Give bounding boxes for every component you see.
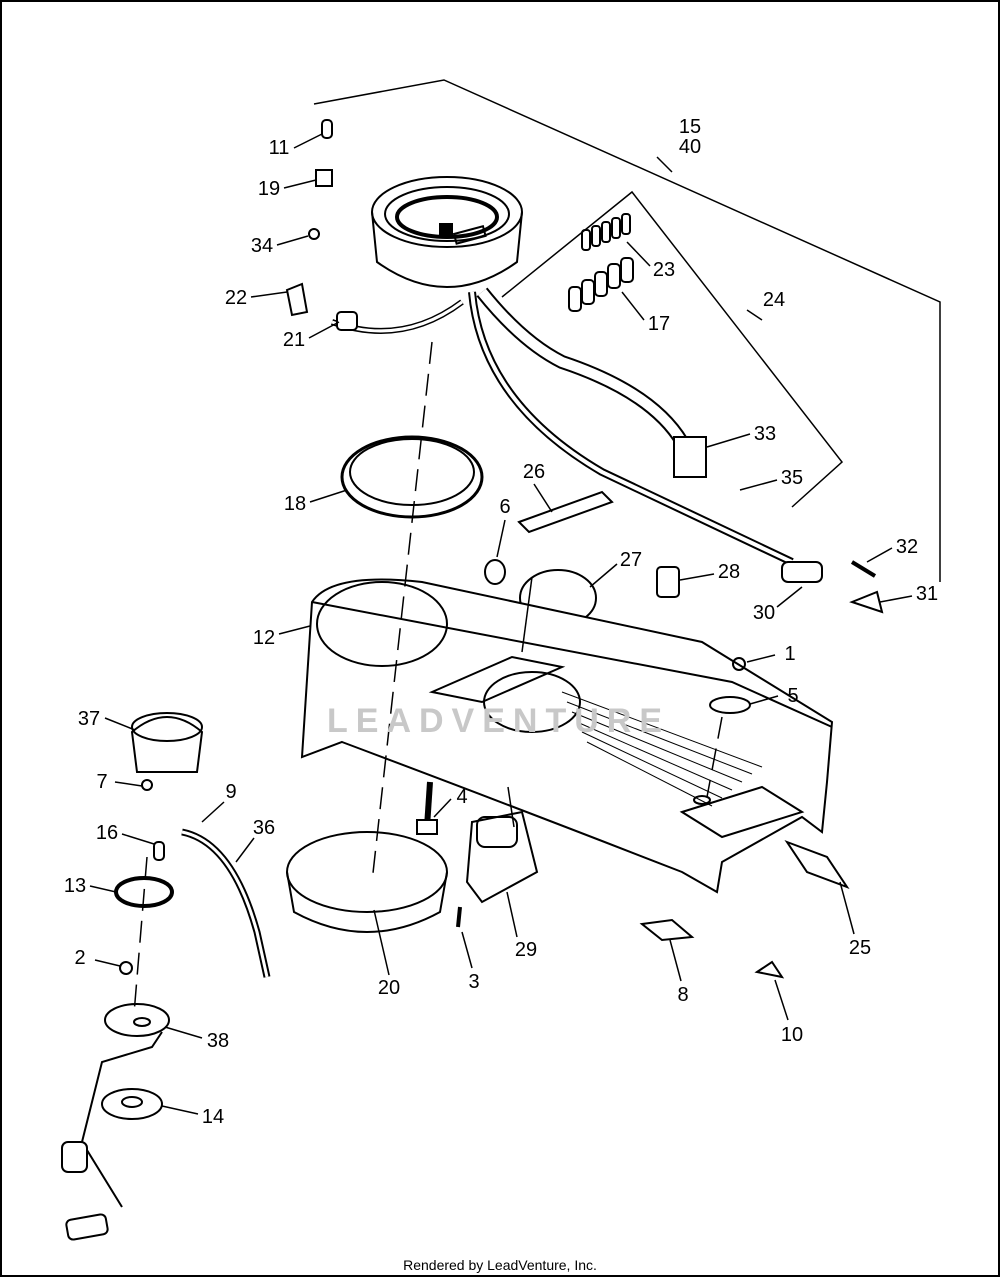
- callout-30: 30: [752, 602, 776, 624]
- callout-22: 22: [224, 287, 248, 309]
- kit-bracket-24: [501, 190, 844, 508]
- callout-26: 26: [522, 461, 546, 483]
- callout-36: 36: [252, 817, 276, 839]
- callout-8: 8: [677, 984, 689, 1006]
- callout-28: 28: [717, 561, 741, 583]
- callout-37: 37: [77, 708, 101, 730]
- callout-10: 10: [780, 1024, 804, 1046]
- callout-16: 16: [95, 822, 119, 844]
- callout-13: 13: [63, 875, 87, 897]
- callout-33: 33: [753, 423, 777, 445]
- callout-21: 21: [282, 329, 306, 351]
- callout-14: 14: [201, 1106, 225, 1128]
- console-grille: [561, 691, 763, 807]
- callout-11: 11: [268, 137, 290, 159]
- callout-24: 24: [762, 289, 786, 311]
- callout-7: 7: [96, 771, 108, 793]
- callout-3: 3: [468, 971, 480, 993]
- console-body: [300, 578, 834, 894]
- callout-38: 38: [206, 1030, 230, 1052]
- leader-lines: [89, 133, 913, 1115]
- callout-9: 9: [225, 781, 237, 803]
- assembly-centerlines: [133, 341, 723, 1015]
- bulbs-23: [581, 213, 631, 251]
- callout-20: 20: [377, 977, 401, 999]
- callout-29: 29: [514, 939, 538, 961]
- kit-bracket-15-40: [313, 79, 941, 582]
- callout-18: 18: [283, 493, 307, 515]
- callout-34: 34: [250, 235, 274, 257]
- callout-5: 5: [787, 685, 799, 707]
- callout-2: 2: [74, 947, 86, 969]
- footer-credit: Rendered by LeadVenture, Inc.: [403, 1257, 597, 1273]
- callout-6: 6: [499, 496, 511, 518]
- callout-31: 31: [915, 583, 939, 605]
- callout-4: 4: [456, 786, 468, 808]
- callout-27: 27: [619, 549, 643, 571]
- speedometer-gauge: [371, 176, 523, 288]
- callout-35: 35: [780, 467, 804, 489]
- connector-30: [781, 561, 823, 583]
- callout-15: 15: [678, 116, 702, 138]
- callout-19: 19: [257, 178, 281, 200]
- callout-40: 40: [678, 136, 702, 158]
- callout-32: 32: [895, 536, 919, 558]
- callout-23: 23: [652, 259, 676, 281]
- callout-1: 1: [784, 643, 796, 665]
- callout-25: 25: [848, 937, 872, 959]
- callout-17: 17: [647, 313, 671, 335]
- sockets-17: [568, 257, 634, 312]
- callout-12: 12: [252, 627, 276, 649]
- connector-33: [673, 436, 707, 478]
